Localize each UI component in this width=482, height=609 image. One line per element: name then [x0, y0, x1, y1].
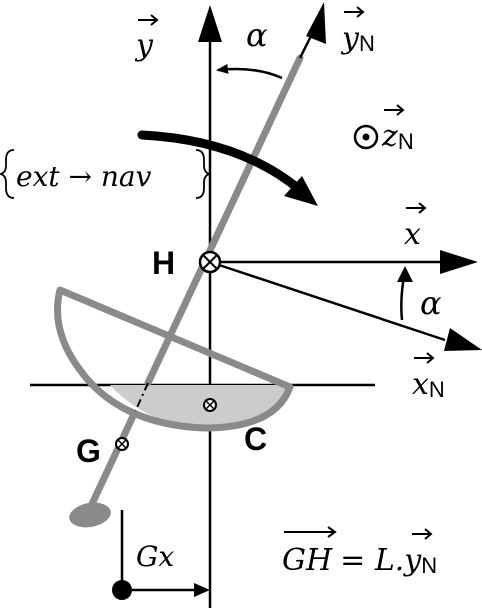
c-label: C [244, 421, 267, 457]
y-n-label: yN [340, 21, 375, 56]
alpha-top-label: α [246, 16, 268, 54]
z-n-subscript: N [398, 129, 414, 154]
z-n-label: zN [381, 119, 414, 154]
gh-formula-sub: N [421, 553, 437, 578]
ext-nav-right-brace [195, 149, 212, 199]
y-n-vector-arrow [344, 6, 365, 18]
alpha-top-arc [216, 63, 283, 80]
ext-nav-label: ext → nav [16, 160, 152, 193]
x-n-label: xN [412, 367, 445, 402]
gh-formula-y: y [402, 543, 422, 578]
gh-overline-arrow [284, 526, 337, 538]
h-label: H [152, 245, 175, 281]
g-label: G [76, 433, 101, 469]
gx-origin-dot [112, 580, 132, 600]
x-axis-arrowhead [440, 250, 478, 274]
gh-formula-rhs: = L. [340, 543, 404, 578]
gx-label: Gx [136, 540, 174, 573]
h-point-cross-b [202, 254, 218, 270]
x-n-subscript: N [429, 377, 445, 402]
y-axis-arrowhead [198, 5, 222, 42]
mast [144, 54, 304, 387]
alpha-right-label: α [420, 284, 442, 322]
rotation-arrow [137, 130, 305, 195]
x-n-axis [209, 260, 446, 342]
alpha-right-arrowhead [397, 266, 413, 282]
x-n-vector-arrow [414, 352, 435, 364]
keel [88, 410, 138, 508]
y-n-subscript: N [359, 31, 375, 56]
y-label: y [134, 28, 154, 63]
y-vector-arrow [138, 14, 159, 26]
mast-hidden-section [134, 382, 149, 413]
z-n-symbol [353, 124, 379, 150]
x-n-axis-arrowhead [444, 328, 482, 351]
c-point-cross-b [205, 400, 215, 410]
z-n-dot [362, 133, 370, 141]
gh-formula-y-vector-arrow [412, 528, 433, 540]
x-label: x [404, 217, 421, 252]
keel-bulb [69, 502, 111, 528]
y-n-axis-arrowhead [306, 2, 326, 44]
g-point-cross-b [117, 439, 127, 449]
ext-nav-left-brace [0, 149, 15, 199]
alpha-right-arc [400, 275, 406, 321]
rotation-arrowhead [284, 176, 318, 206]
z-n-vector-arrow [384, 104, 405, 116]
gh-formula: GH= L.yN [282, 543, 437, 578]
gx-arrowhead [194, 583, 210, 597]
x-vector-arrow [406, 202, 427, 214]
hull-outline [54, 286, 294, 432]
